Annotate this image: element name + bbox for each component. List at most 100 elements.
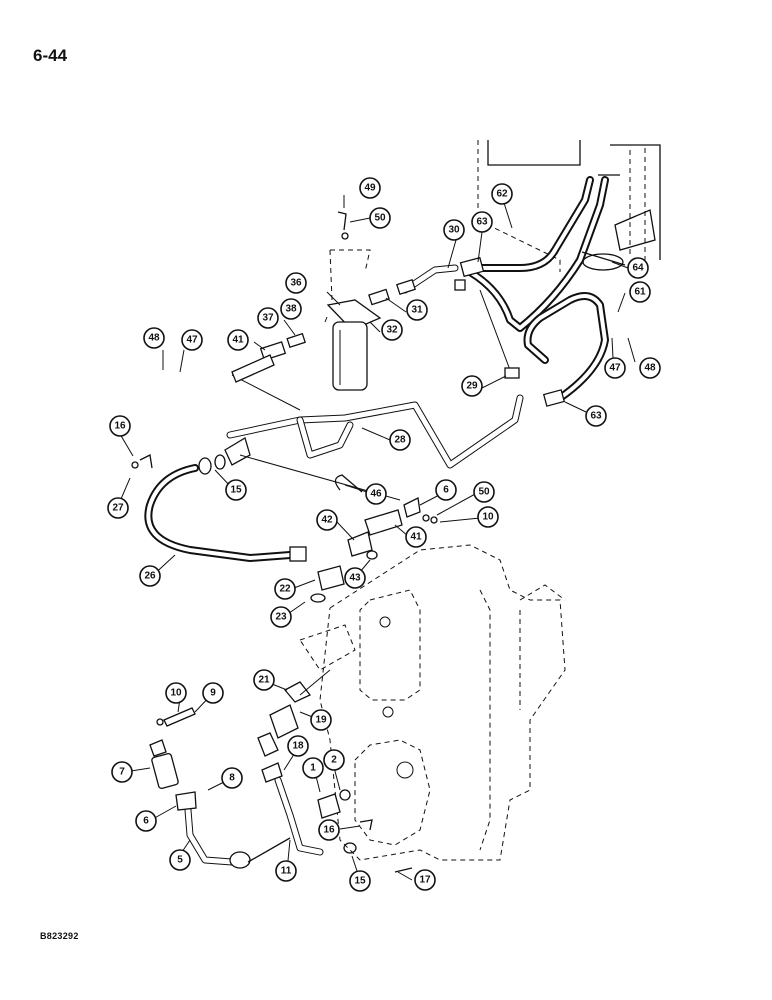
callout-number: 50 [374,213,386,224]
callout-43: 43 [344,567,366,589]
callout-23: 23 [270,606,292,628]
callout-64: 64 [627,257,649,279]
callout-number: 11 [281,866,292,877]
callout-50: 50 [369,207,391,229]
callout-number: 46 [370,489,382,500]
callout-48: 48 [143,327,165,349]
page-number: 6-44 [33,46,68,65]
callout-38: 38 [280,298,302,320]
callout-number: 61 [634,287,646,298]
callout-32: 32 [381,319,403,341]
callout-number: 18 [292,741,304,752]
cooler-hoses [466,176,626,402]
callout-17: 17 [414,869,436,891]
callout-number: 36 [290,278,302,289]
callout-number: 41 [232,335,244,346]
callout-number: 64 [632,263,644,274]
callout-number: 17 [419,875,431,886]
callout-37: 37 [257,307,279,329]
callout-47b: 47 [604,357,626,379]
callout-42: 42 [316,509,338,531]
callout-number: 63 [476,217,488,228]
callout-6: 6 [435,479,457,501]
callout-number: 8 [229,773,235,784]
callout-number: 48 [148,333,160,344]
callout-1: 1 [302,757,324,779]
callout-49: 49 [359,177,381,199]
callout-number: 43 [349,573,361,584]
callout-28: 28 [389,429,411,451]
callout-63: 63 [471,211,493,233]
callout-number: 31 [411,305,423,316]
callout-number: 47 [609,363,621,374]
callout-6b: 6 [135,810,157,832]
callout-5: 5 [169,849,191,871]
callout-number: 9 [210,688,216,699]
callout-number: 16 [114,421,126,432]
cooler-outline [477,140,661,272]
oil-filter [231,211,566,407]
callout-number: 49 [364,183,376,194]
callout-18: 18 [287,735,309,757]
callout-number: 27 [112,503,124,514]
callout-8: 8 [221,767,243,789]
callout-number: 62 [496,189,508,200]
callout-number: 26 [144,571,156,582]
callout-41: 41 [227,329,249,351]
callout-number: 63 [590,411,602,422]
callout-9: 9 [202,682,224,704]
callout-21: 21 [253,669,275,691]
callout-22: 22 [274,578,296,600]
callout-number: 38 [285,304,297,315]
rigid-tubes [226,264,524,469]
callout-number: 50 [478,487,490,498]
callout-number: 6 [443,485,449,496]
callout-number: 7 [119,767,125,778]
callout-number: 15 [230,485,242,496]
callout-47: 47 [181,329,203,351]
callout-48b: 48 [639,357,661,379]
callout-number: 42 [321,515,333,526]
callout-41b: 41 [405,526,427,548]
callout-63b: 63 [585,405,607,427]
callout-number: 30 [448,225,460,236]
callout-number: 1 [310,763,316,774]
callout-29: 29 [461,375,483,397]
lower-lines [149,669,413,873]
callout-36: 36 [285,272,307,294]
callout-number: 22 [279,584,291,595]
callout-26: 26 [139,565,161,587]
callout-15: 15 [225,479,247,501]
callout-number: 2 [331,755,337,766]
callout-number: 6 [143,816,149,827]
callout-number: 19 [315,715,327,726]
callout-number: 32 [386,325,398,336]
callout-number: 37 [262,313,274,324]
callout-27: 27 [107,497,129,519]
callout-2: 2 [323,749,345,771]
callout-number: 10 [482,512,494,523]
callout-number: 10 [170,688,182,699]
callout-50b: 50 [473,481,495,503]
callout-31: 31 [406,299,428,321]
callout-16: 16 [109,415,131,437]
transmission-housing [299,544,566,861]
callout-10: 10 [477,506,499,528]
callout-16b: 16 [318,819,340,841]
figure-code: B823292 [40,931,79,941]
callout-number: 29 [466,381,478,392]
flexible-hose-26 [131,437,307,562]
callout-7: 7 [111,761,133,783]
callout-number: 15 [354,876,366,887]
callout-number: 41 [410,532,422,543]
callout-46: 46 [365,483,387,505]
callout-number: 21 [258,675,270,686]
callout-number: 16 [323,825,335,836]
callout-30: 30 [443,219,465,241]
callout-62: 62 [491,183,513,205]
callout-number: 23 [275,612,287,623]
callout-number: 47 [186,335,198,346]
callout-number: 48 [644,363,656,374]
